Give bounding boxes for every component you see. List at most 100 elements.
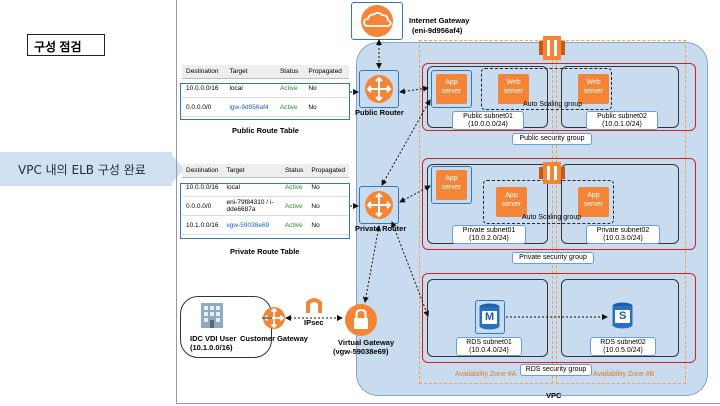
- app-server-label: App server: [501, 192, 522, 208]
- router-icon: [365, 191, 393, 219]
- lock-icon: [345, 304, 377, 336]
- ipsec-icon: [303, 294, 325, 314]
- app-server-private-c: App server: [578, 187, 609, 217]
- web-server-label: Web server: [503, 79, 524, 95]
- private-router-icon: [364, 190, 394, 220]
- idc-area: [180, 296, 272, 358]
- app-server-private-a: App server: [436, 170, 467, 200]
- connector-line: [390, 221, 430, 317]
- internet-gateway-label: Internet Gateway: [409, 16, 470, 25]
- building-icon: [200, 300, 224, 328]
- rds-tier-outline: [422, 273, 696, 363]
- table-row: 10.1.0.0/16 vgw-59038e69 Active No: [182, 215, 349, 235]
- connector-line: [399, 185, 431, 203]
- web-server-label: Web server: [583, 79, 604, 95]
- database-icon: [479, 303, 500, 330]
- col-status: Status: [280, 164, 308, 178]
- col-destination: Destination: [182, 164, 223, 178]
- app-server-private-highlight: [431, 166, 472, 204]
- elb-private-icon: [539, 161, 565, 185]
- subnet-name: Public subnet02: [597, 113, 647, 120]
- public-router-highlight: [359, 70, 399, 108]
- connector-line: [362, 225, 382, 303]
- rds-security-group-label: RDS security group: [520, 364, 592, 376]
- table-cell: igw-9d956af4: [225, 97, 276, 117]
- rds-subnet02-label: RDS subnet02 (10.0.5.0/24): [590, 337, 656, 356]
- connector-line: [381, 99, 431, 186]
- col-propagated: Propagated: [307, 164, 349, 178]
- vpc-label: VPC: [546, 391, 562, 400]
- public-subnet02-label: Public subnet02 (10.0.1.0/24): [586, 111, 658, 130]
- availability-zone-b-label: Availability Zone #B: [593, 371, 655, 378]
- subnet-cidr: (10.0.2.0/24): [469, 235, 509, 242]
- subnet-cidr: (10.0.5.0/24): [603, 347, 643, 354]
- subnet-cidr: (10.0.0.0/24): [468, 121, 508, 128]
- availability-zone-a: [419, 40, 553, 384]
- table-cell: Active: [280, 215, 308, 235]
- subnet-name: Public subnet01: [463, 113, 513, 120]
- public-router-label: Public Router: [355, 108, 404, 117]
- app-server-label: App server: [583, 192, 604, 208]
- sg-name: Public security group: [519, 135, 585, 142]
- router-icon: [263, 307, 285, 329]
- rds-slave-letter: S: [619, 310, 627, 322]
- sg-name: Private security group: [519, 254, 587, 261]
- col-target: Target: [222, 164, 281, 178]
- subnet-name: RDS subnet01: [466, 339, 512, 346]
- private-route-table: Destination Target Status Propagated 10.…: [182, 164, 349, 235]
- col-target: Target: [225, 65, 276, 79]
- table-cell: No: [307, 196, 349, 216]
- autoscaling-label-public: Auto Scaling group: [523, 101, 583, 108]
- diagram-frame: [176, 0, 720, 404]
- app-server-public-highlight: [431, 70, 472, 108]
- public-subnet01-label: Public subnet01 (10.0.0.0/24): [452, 111, 524, 130]
- table-row: 10.0.0.0/16 local Active No: [182, 177, 349, 197]
- table-cell: Active: [280, 177, 308, 197]
- private-subnet02-label: Private subnet02 (10.0.3.0/24): [586, 225, 660, 244]
- subnet-name: RDS subnet02: [600, 339, 646, 346]
- rds-subnet01: [427, 279, 548, 357]
- private-route-table-caption: Private Route Table: [230, 247, 300, 256]
- web-server-public-b: Web server: [578, 74, 609, 104]
- database-icon: [612, 302, 633, 329]
- public-tier-outline: [422, 63, 696, 131]
- rds-subnet02: [561, 279, 679, 357]
- table-cell: No: [304, 97, 349, 117]
- internet-gateway-icon: [358, 4, 396, 38]
- subnet-cidr: (10.0.3.0/24): [603, 235, 643, 242]
- connector-line: [399, 85, 429, 95]
- cloud-icon: [361, 5, 393, 37]
- availability-zone-b: [556, 40, 686, 384]
- subnet-name: Private subnet02: [596, 227, 650, 234]
- table-row: 0.0.0.0/0 eni-79f84310 / i-dde6687a Acti…: [182, 196, 349, 216]
- internet-gateway-id: (eni-9d956af4): [412, 26, 463, 35]
- web-server-public-a: Web server: [498, 74, 529, 104]
- load-balancer-icon: [539, 36, 565, 60]
- col-destination: Destination: [182, 65, 226, 79]
- callout-banner: VPC 내의 ELB 구성 완료: [0, 152, 184, 186]
- building-icon-svg: [201, 303, 223, 328]
- private-security-group-label: Private security group: [512, 252, 594, 264]
- table-cell: vgw-59038e69: [222, 215, 281, 235]
- table-header-row: Destination Target Status Propagated: [182, 164, 349, 178]
- rds-slave-icon: S: [609, 300, 639, 334]
- table-cell: Active: [280, 196, 308, 216]
- col-status: Status: [275, 65, 305, 79]
- table-cell: No: [307, 177, 349, 197]
- table-row: 0.0.0.0/0 igw-9d956af4 Active No: [182, 97, 349, 117]
- table-cell: 10.0.0.0/16: [182, 177, 223, 197]
- idc-cidr: (10.1.0.0/16): [190, 343, 233, 352]
- private-subnet01-label: Private subnet01 (10.0.2.0/24): [452, 225, 526, 244]
- table-header-row: Destination Target Status Propagated: [182, 65, 349, 79]
- public-autoscaling-group: [481, 68, 612, 110]
- subnet-cidr: (10.0.1.0/24): [602, 121, 642, 128]
- table-cell: 0.0.0.0/0: [182, 97, 226, 117]
- page-title-box: 구성 점검: [27, 34, 105, 56]
- subnet-name: Private subnet01: [462, 227, 516, 234]
- private-router-highlight: [359, 186, 399, 224]
- customer-gateway-icon: [262, 306, 286, 330]
- callout-text: VPC 내의 ELB 구성 완료: [18, 163, 146, 177]
- subnet-cidr: (10.0.4.0/24): [469, 347, 509, 354]
- table-cell: No: [307, 215, 349, 235]
